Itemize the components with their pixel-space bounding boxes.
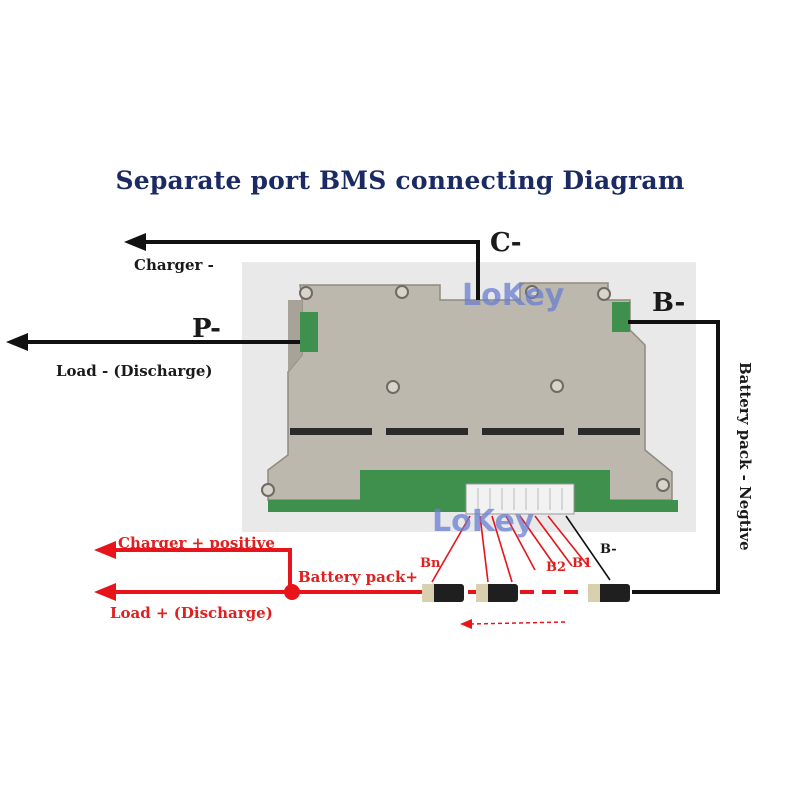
label-battery-positive: Battery pack+ <box>298 568 418 586</box>
red-arrowheads <box>94 541 116 601</box>
junction-dot <box>284 584 300 600</box>
label-b1: B1 <box>572 556 593 571</box>
b-minus-sense-wire <box>565 515 611 581</box>
black-arrowheads <box>6 233 146 351</box>
battery-cell-bn <box>422 584 464 602</box>
battery-cell-b1 <box>588 584 630 602</box>
direction-arrow <box>460 619 567 629</box>
label-load-negative: Load - (Discharge) <box>56 362 213 380</box>
red-wires <box>110 548 580 594</box>
label-bn: Bn <box>420 556 441 571</box>
label-b-minus-small: B- <box>600 542 617 557</box>
battery-cell-mid <box>476 584 518 602</box>
bms-board <box>242 262 696 532</box>
terminal-b-minus: B- <box>652 288 686 318</box>
diagram-title: Separate port BMS connecting Diagram <box>115 166 685 195</box>
battery-cells <box>422 584 630 602</box>
black-wires <box>20 240 720 594</box>
label-charger-positive: Charger + positive <box>118 534 275 552</box>
label-battery-negative: Battery pack - Negtive <box>736 362 754 551</box>
label-charger-negative: Charger - <box>134 256 214 274</box>
terminal-p-minus: P- <box>192 314 221 344</box>
watermark-bottom: LoKey <box>432 504 535 539</box>
label-b2: B2 <box>546 560 567 575</box>
label-load-positive: Load + (Discharge) <box>110 604 273 622</box>
terminal-c-minus: C- <box>490 228 522 258</box>
balance-wires <box>431 515 589 583</box>
watermark-top: LoKey <box>462 278 565 313</box>
